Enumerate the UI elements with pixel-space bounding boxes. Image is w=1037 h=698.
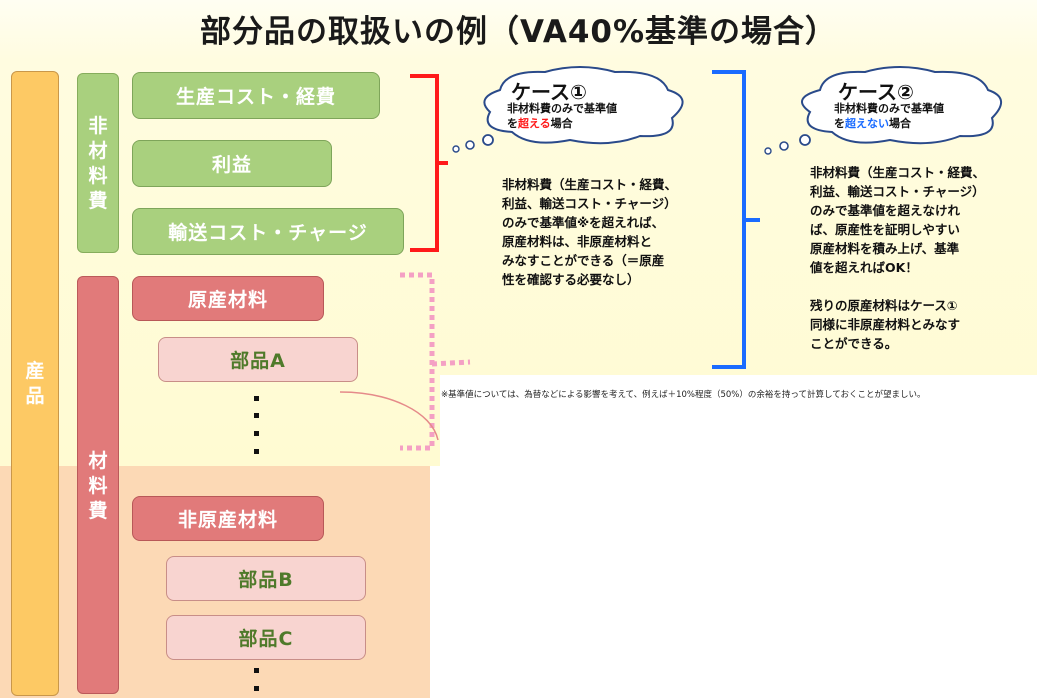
non-material-cost-bar: 非 材 料 費 [77,73,119,253]
footnote: ※基準値については、為替などによる影響を考えて、例えば＋10%程度（50%）の余… [441,390,926,400]
case2-description: 非材料費（生産コスト・経費、 利益、輸送コスト・チャージ） のみで基準値を超えな… [810,165,986,275]
thought-bubble [482,134,494,146]
case1-sub1: 非材料費のみで基準値 [507,102,617,115]
non-material-label-char: 材 [88,140,108,162]
non-material-label-char: 料 [88,165,108,187]
thought-bubble [779,141,789,151]
production-cost-box: 生産コスト・経費 [132,72,380,119]
profit-box: 利益 [132,140,332,187]
red-bracket [410,74,448,252]
ellipsis-dot [254,668,259,673]
material-label-char: 費 [88,500,108,522]
ellipsis-dot [254,431,259,436]
blue-bracket [712,70,760,369]
case2-sub2-post: 場合 [889,117,911,130]
transport-cost-box: 輸送コスト・チャージ [132,208,404,255]
case1-sub2: を超える場合 [507,117,573,131]
product-bar: 産 品 [11,71,59,696]
thought-bubble [452,145,460,153]
product-label-char: 品 [25,384,45,407]
case1-description: 非材料費（生産コスト・経費、 利益、輸送コスト・チャージ） のみで基準値※を超え… [502,177,678,287]
part-c-box: 部品C [166,615,366,660]
material-cost-bar: 材 料 費 [77,276,119,694]
ellipsis-dot [254,449,259,454]
case1-emphasis: 超える [518,117,551,130]
case1-title: ケース① [511,80,587,104]
originating-material-box: 原産材料 [132,276,324,321]
case1-cloud [483,66,684,145]
case2-title: ケース② [838,80,914,104]
case1-sub2-post: 場合 [550,117,573,130]
part-b-box: 部品B [166,556,366,601]
non-originating-material-box: 非原産材料 [132,496,324,541]
non-material-label-char: 非 [88,115,108,137]
thought-bubble [465,140,475,150]
ellipsis-dot [254,686,259,691]
ellipsis-dot [254,413,259,418]
part-a-connector [339,391,439,441]
background-note-area [440,375,1037,698]
case2-sub2-pre: を [834,117,845,130]
product-label-char: 産 [25,359,45,382]
case2-sub2: を超えない場合 [834,117,911,131]
material-label-char: 材 [88,450,108,472]
page-title: 部分品の取扱いの例（VA40%基準の場合） [199,14,838,50]
material-label-char: 料 [88,475,108,497]
part-a-box: 部品A [158,337,358,382]
ellipsis-dot [254,396,259,401]
case2-emphasis: 超えない [845,117,889,130]
case1-sub2-pre: を [507,117,518,130]
pink-dashed-bracket [400,272,471,451]
case2-cloud [801,66,1002,145]
non-material-label-char: 費 [88,190,108,212]
case2-remaining-note: 残りの原産材料はケース① 同様に非原産材料とみなす ことができる。 [810,298,961,351]
thought-bubble [799,134,811,146]
thought-bubble [764,147,772,155]
case2-sub1: 非材料費のみで基準値 [834,102,944,115]
